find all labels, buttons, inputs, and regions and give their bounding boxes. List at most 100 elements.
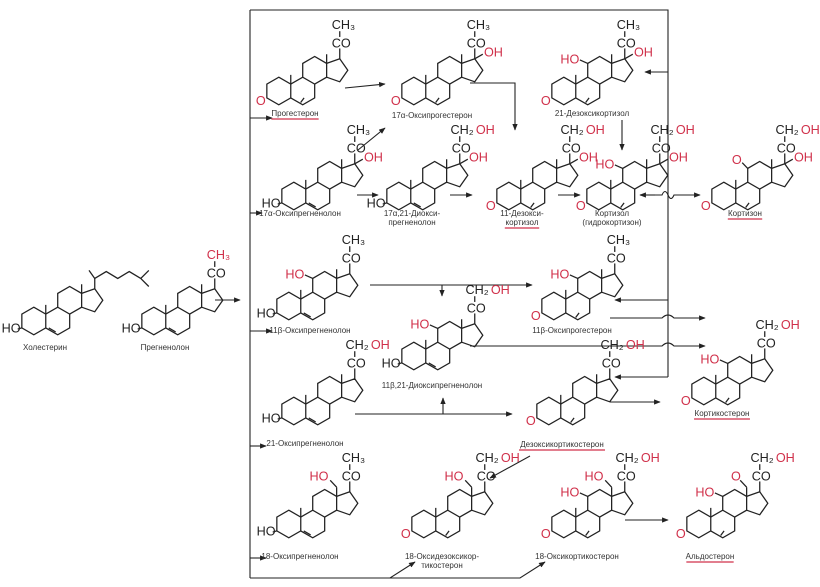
- molecule-label: 11β,21-Диоксипрегненолон: [382, 381, 482, 390]
- molecule-label: тикостерон: [421, 561, 463, 570]
- molecule-label: Дезоксикортикостерон: [520, 440, 604, 449]
- c17-hydroxyl: OH: [669, 151, 688, 165]
- c21-hydroxyl: OH: [501, 451, 520, 465]
- c21-hydroxyl: OH: [476, 123, 495, 137]
- c3-keto: O: [701, 199, 711, 213]
- molecule-label: Кортикостерон: [695, 409, 750, 418]
- methyl-group: CH₃: [467, 18, 490, 32]
- c3-keto: O: [576, 199, 586, 213]
- carbonyl-group: CO: [207, 266, 226, 280]
- carbonyl-group: CO: [562, 141, 581, 155]
- c21-hydroxyl: OH: [801, 123, 820, 137]
- c3-keto: O: [526, 414, 536, 428]
- molecule-label: 18-Оксидезоксикор-: [405, 552, 479, 561]
- carbonyl-group: CO: [602, 356, 621, 370]
- methylene-group: CH₂: [776, 123, 799, 137]
- molecule-cholesterol: HO Холестерин: [2, 269, 150, 352]
- c11-hydroxyl: HO: [550, 267, 569, 281]
- molecule-label: Холестерин: [23, 343, 67, 352]
- c11-hydroxyl: HO: [700, 352, 719, 366]
- c11-hydroxyl: HO: [560, 485, 579, 499]
- c3-hydroxyl: HO: [257, 307, 276, 321]
- carbonyl-group: CO: [342, 251, 361, 265]
- c17-hydroxyl: OH: [634, 46, 653, 60]
- methylene-group: CH₂: [616, 451, 639, 465]
- carbonyl-group: CO: [607, 251, 626, 265]
- methyl-group: CH₃: [342, 451, 365, 465]
- c21-hydroxyl: OH: [776, 451, 795, 465]
- c18-group: HO: [310, 469, 329, 483]
- c3-hydroxyl: HO: [262, 197, 281, 211]
- c18-group: O: [731, 469, 741, 483]
- c3-keto: O: [541, 527, 551, 541]
- methyl-group: CH₃: [332, 18, 355, 32]
- c21-hydroxyl: OH: [626, 338, 645, 352]
- carbonyl-group: CO: [347, 141, 366, 155]
- carbonyl-group: CO: [477, 469, 496, 483]
- carbonyl-group: CO: [777, 141, 796, 155]
- molecule-label: 11β-Оксипрегненолон: [269, 326, 350, 335]
- molecule-label: 18-Оксикортикостерон: [535, 552, 619, 561]
- c21-hydroxyl: OH: [641, 451, 660, 465]
- c11-hydroxyl: HO: [595, 157, 614, 171]
- c3-keto: O: [531, 309, 541, 323]
- c17-hydroxyl: OH: [579, 151, 598, 165]
- c3-hydroxyl: HO: [122, 322, 141, 336]
- methyl-group: CH₃: [607, 233, 630, 247]
- c3-keto: O: [676, 527, 686, 541]
- methylene-group: CH₂: [451, 123, 474, 137]
- c21-hydroxyl: OH: [586, 123, 605, 137]
- c3-hydroxyl: HO: [257, 525, 276, 539]
- molecule-label: 21-Оксипрегненолон: [266, 439, 343, 448]
- methylene-group: CH₂: [601, 338, 624, 352]
- methylene-group: CH₂: [561, 123, 584, 137]
- methylene-group: CH₂: [476, 451, 499, 465]
- c21-hydroxyl: OH: [781, 318, 800, 332]
- carbonyl-group: CO: [452, 141, 471, 155]
- molecule-label: Кортизол: [595, 209, 629, 218]
- c11-hydroxyl: HO: [695, 485, 714, 499]
- molecule-label: (гидрокортизон): [582, 218, 642, 227]
- methylene-group: CH₂: [346, 338, 369, 352]
- molecule-label: прегненолон: [388, 218, 435, 227]
- molecule-label: 21-Дезоксикортизол: [555, 109, 630, 118]
- c3-keto: O: [391, 94, 401, 108]
- steroid-skeleton: O CO CH₃ HO: [531, 233, 630, 323]
- carbonyl-group: CO: [752, 469, 771, 483]
- pathway-frame-lines: [249, 9, 669, 579]
- methylene-group: CH₂: [756, 318, 779, 332]
- c11-hydroxyl: HO: [410, 317, 429, 331]
- c21-hydroxyl: OH: [371, 338, 390, 352]
- reaction-arrows: [215, 81, 706, 523]
- c3-keto: O: [681, 394, 691, 408]
- molecule-label: кортизол: [506, 218, 539, 227]
- c18-group: HO: [585, 469, 604, 483]
- c3-hydroxyl: HO: [367, 197, 386, 211]
- molecule-label: 18-Оксипрегненолон: [261, 552, 338, 561]
- methylene-group: CH₂: [466, 283, 489, 297]
- c17-hydroxyl: OH: [794, 151, 813, 165]
- molecule-label: Альдостерон: [686, 552, 735, 561]
- molecule-layer: HOХолестеринHOCOCH₃ПрегненолонOCOCH₃Прог…: [2, 18, 820, 570]
